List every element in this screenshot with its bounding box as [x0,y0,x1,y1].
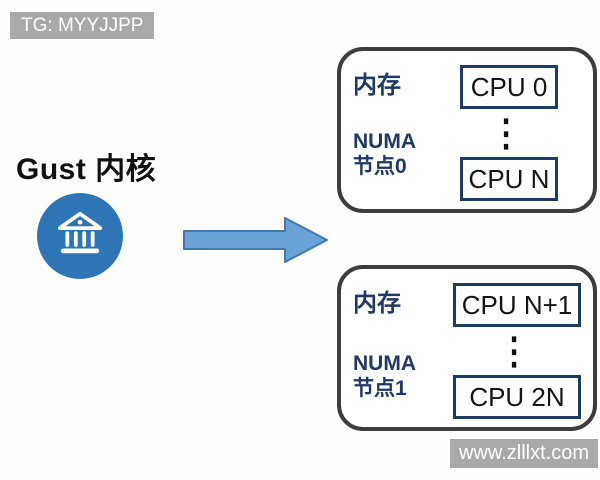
vertical-ellipsis: ⋮ [498,330,530,372]
telegram-watermark-badge: TG: MYYJJPP [10,12,155,39]
memory-label: 内存 [353,72,401,99]
numa-node-0-label: NUMA 节点0 [353,129,416,179]
vertical-ellipsis: ⋮ [490,112,522,154]
guest-kernel-label: Gust 内核 [16,153,157,186]
cpu-box-first: CPU 0 [460,65,558,109]
numa-node-1-label: NUMA 节点1 [353,351,416,401]
cpu-box-last: CPU 2N [453,375,581,419]
cpu-box-first: CPU N+1 [453,283,581,327]
bank-icon [53,207,107,266]
memory-label: 内存 [353,290,401,317]
numa-label-line1: NUMA [353,130,416,153]
numa-label-line2: 节点0 [353,155,407,178]
numa-label-line2: 节点1 [353,377,407,400]
guest-kernel-node [37,193,123,279]
cpu-box-last: CPU N [460,157,558,201]
numa-label-line1: NUMA [353,352,416,375]
numa-node-0: 内存 NUMA 节点0 CPU 0 ⋮ CPU N [337,47,597,213]
website-watermark-badge: www.zlllxt.com [450,439,598,468]
right-arrow [182,215,329,265]
numa-node-1: 内存 NUMA 节点1 CPU N+1 ⋮ CPU 2N [337,265,597,431]
